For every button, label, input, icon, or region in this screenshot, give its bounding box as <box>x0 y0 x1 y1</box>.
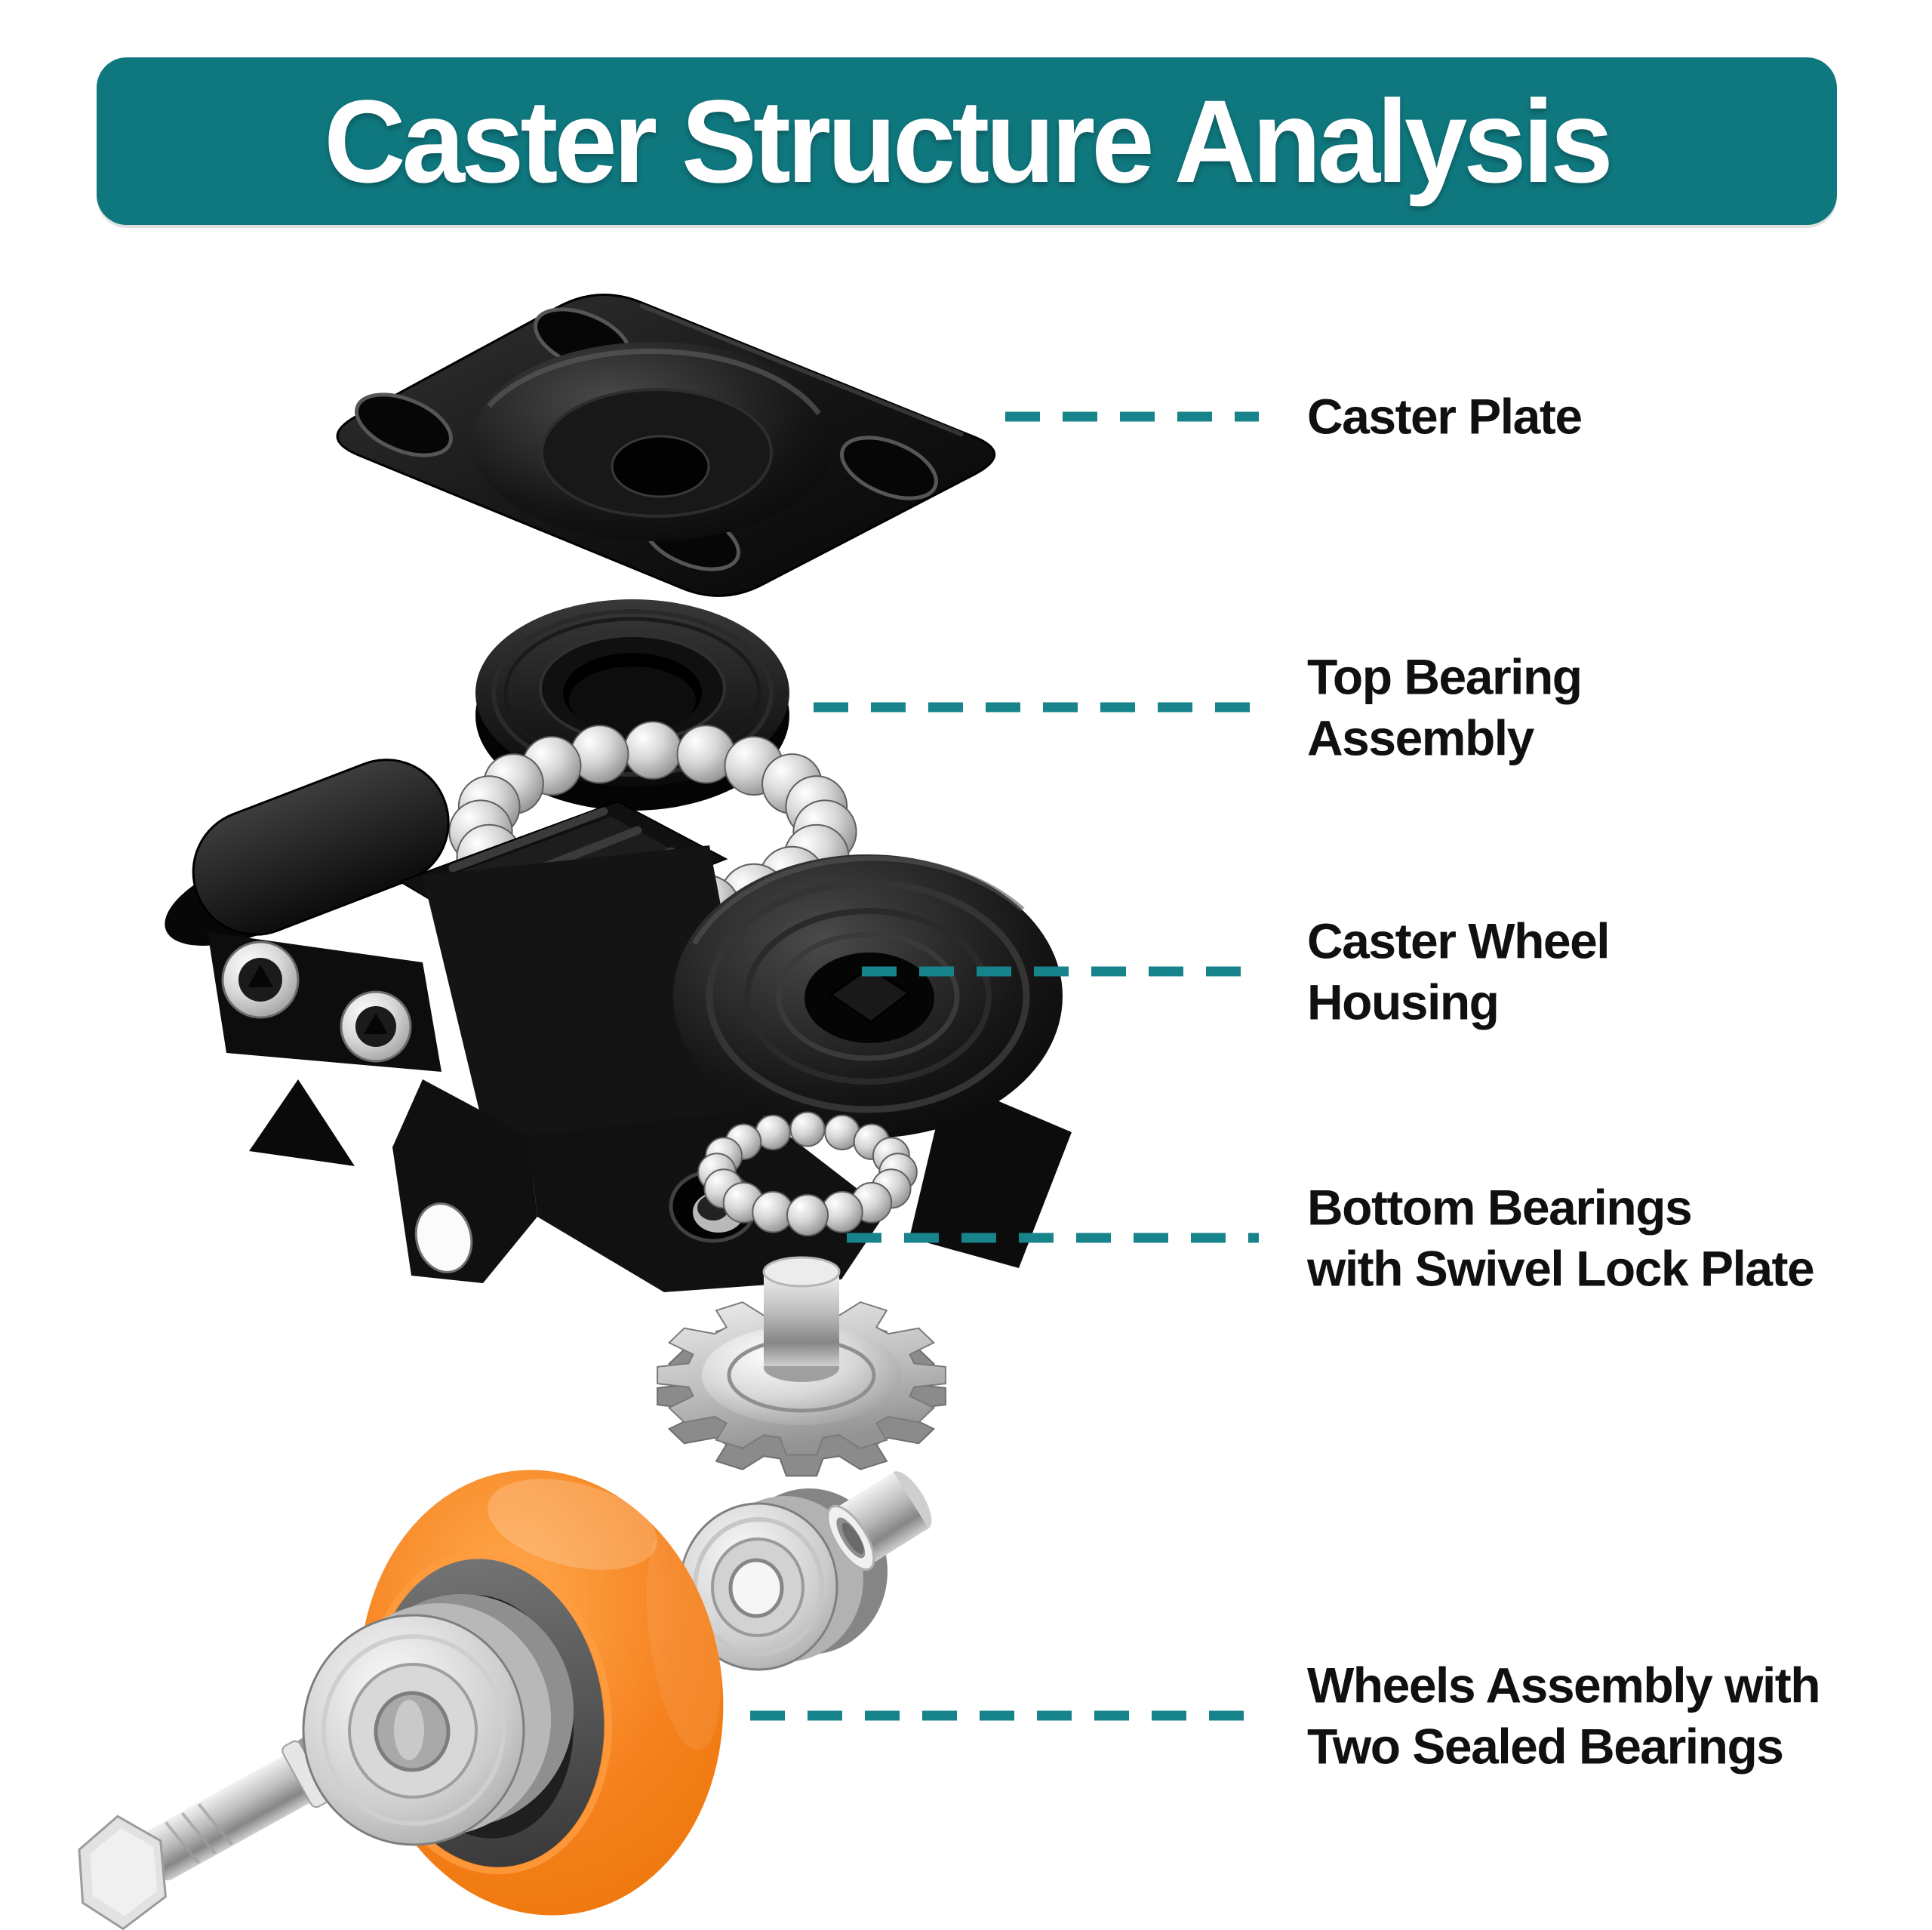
caster-plate-graphic <box>336 294 996 597</box>
part-label-line: Housing <box>1307 974 1500 1030</box>
part-label-bottom-bearings: Bottom Bearings with Swivel Lock Plate <box>1307 1177 1815 1298</box>
page-title: Caster Structure Analysis <box>324 75 1613 207</box>
part-label-top-bearing-assembly: Top Bearing Assembly <box>1307 646 1583 768</box>
part-label-line: Top Bearing <box>1307 648 1583 705</box>
part-label-line: with Swivel Lock Plate <box>1307 1240 1815 1296</box>
leader-lines <box>750 411 1259 1721</box>
part-label-line: Assembly <box>1307 710 1534 765</box>
ball-bearing-ring-small-graphic <box>697 1111 918 1236</box>
part-label-line: Wheels Assembly with <box>1307 1657 1821 1713</box>
sealed-bearing-left-graphic <box>302 1594 574 1846</box>
part-label-line: Caster Wheel <box>1307 913 1611 969</box>
part-label-line: Caster Plate <box>1307 388 1583 445</box>
header-band: Caster Structure Analysis <box>97 57 1837 225</box>
sealed-bearing-graphic <box>678 1488 888 1671</box>
part-label-caster-wheel-housing: Caster Wheel Housing <box>1307 910 1611 1032</box>
caster-housing-graphic <box>165 759 1072 1292</box>
part-label-wheels-assembly: Wheels Assembly with Two Sealed Bearings <box>1307 1655 1821 1776</box>
part-label-line: Two Sealed Bearings <box>1307 1718 1784 1774</box>
part-label-caster-plate: Caster Plate <box>1307 386 1583 448</box>
swivel-lock-pin-graphic <box>702 1256 901 1425</box>
bearing-sleeve-graphic <box>826 1471 932 1571</box>
part-label-line: Bottom Bearings <box>1307 1179 1693 1236</box>
